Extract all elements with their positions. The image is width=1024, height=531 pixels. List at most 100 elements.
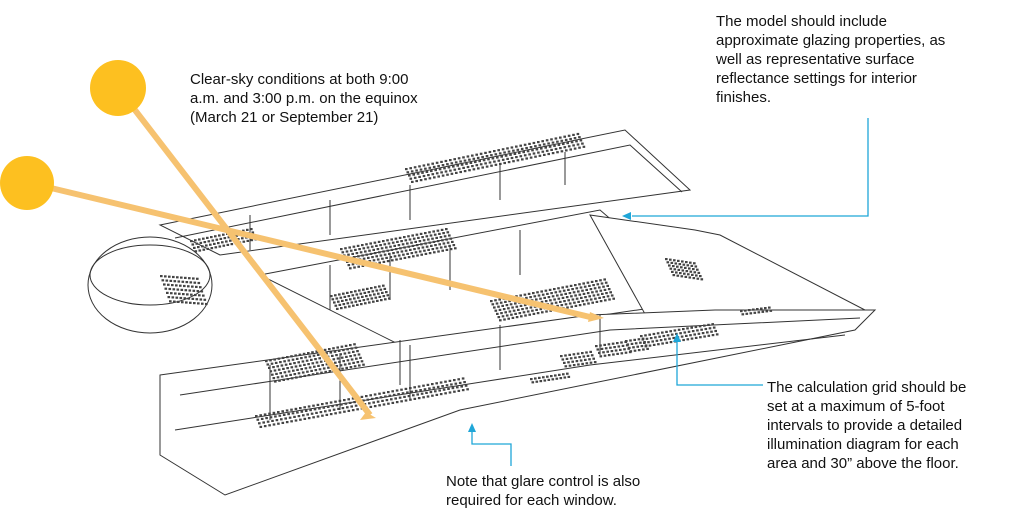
seat-mark bbox=[662, 334, 666, 338]
seat-mark bbox=[520, 315, 523, 318]
seat-mark bbox=[501, 158, 505, 161]
seat-mark bbox=[322, 367, 326, 370]
seat-mark bbox=[570, 141, 574, 144]
seat-mark bbox=[403, 246, 406, 249]
seat-mark bbox=[768, 306, 771, 309]
seat-mark bbox=[369, 294, 372, 297]
seat-mark bbox=[595, 280, 598, 283]
seat-mark bbox=[630, 342, 634, 345]
seat-mark bbox=[348, 362, 351, 365]
seat-mark bbox=[303, 363, 306, 366]
seat-mark bbox=[571, 298, 575, 301]
seat-mark bbox=[358, 289, 361, 292]
seat-mark bbox=[307, 417, 311, 420]
seat-mark bbox=[304, 367, 308, 370]
glare-control-note: Note that glare control is also required… bbox=[446, 473, 641, 509]
seat-mark bbox=[266, 420, 270, 423]
seat-mark bbox=[271, 419, 274, 422]
seat-mark bbox=[598, 296, 601, 299]
seat-mark bbox=[545, 310, 548, 313]
seat-mark bbox=[456, 386, 459, 389]
seat-mark bbox=[347, 398, 350, 401]
seat-mark bbox=[357, 296, 360, 299]
seat-mark bbox=[440, 171, 443, 174]
seat-mark bbox=[371, 256, 374, 259]
seat-mark bbox=[595, 300, 599, 303]
seat-mark bbox=[415, 244, 419, 247]
seat-mark bbox=[259, 425, 263, 428]
seat-mark bbox=[265, 360, 268, 363]
seat-mark bbox=[295, 376, 298, 379]
seat-mark bbox=[353, 401, 356, 404]
seat-mark bbox=[353, 365, 357, 368]
seat-mark bbox=[269, 370, 273, 373]
seat-mark bbox=[290, 377, 294, 380]
seat-mark bbox=[422, 164, 426, 167]
seat-mark bbox=[563, 300, 566, 303]
seat-mark bbox=[560, 355, 563, 358]
seat-mark bbox=[373, 241, 377, 244]
seat-mark bbox=[346, 302, 350, 305]
seat-mark bbox=[626, 343, 630, 346]
seat-mark bbox=[394, 237, 398, 240]
seat-mark bbox=[465, 162, 468, 165]
seat-mark bbox=[358, 364, 361, 367]
seat-mark bbox=[193, 302, 196, 305]
seat-mark bbox=[164, 275, 167, 278]
seat-mark bbox=[580, 296, 583, 299]
seat-mark bbox=[604, 347, 608, 350]
seat-mark bbox=[339, 296, 343, 299]
seat-mark bbox=[367, 256, 370, 259]
seat-mark bbox=[270, 362, 274, 365]
seat-mark bbox=[174, 292, 177, 295]
seat-mark bbox=[444, 392, 447, 395]
seat-mark bbox=[330, 295, 333, 298]
seat-mark bbox=[321, 403, 324, 406]
seat-mark bbox=[446, 173, 449, 176]
seat-mark bbox=[396, 240, 399, 243]
seat-mark bbox=[535, 380, 539, 383]
seat-mark bbox=[287, 413, 290, 416]
seat-mark bbox=[378, 251, 381, 254]
seat-mark bbox=[348, 246, 351, 249]
seat-mark bbox=[558, 290, 562, 293]
seat-mark bbox=[327, 366, 330, 369]
seat-mark bbox=[401, 392, 405, 395]
seat-mark bbox=[391, 401, 395, 404]
seat-mark bbox=[349, 366, 353, 369]
seat-mark bbox=[711, 334, 715, 337]
seat-mark bbox=[543, 379, 547, 382]
seat-mark bbox=[386, 239, 389, 242]
seat-mark bbox=[424, 178, 427, 181]
seat-mark bbox=[166, 291, 169, 294]
seat-mark bbox=[413, 397, 417, 400]
seat-mark bbox=[363, 291, 367, 294]
seat-mark bbox=[569, 284, 573, 287]
seat-mark bbox=[356, 408, 359, 411]
seat-mark bbox=[541, 150, 545, 153]
seat-mark bbox=[196, 277, 199, 280]
seat-mark bbox=[326, 405, 330, 408]
seat-mark bbox=[516, 148, 520, 151]
seat-mark bbox=[420, 392, 424, 395]
seat-mark bbox=[609, 346, 612, 349]
seat-mark bbox=[379, 396, 383, 399]
seat-mark bbox=[435, 382, 438, 385]
seat-mark bbox=[370, 287, 373, 290]
seat-mark bbox=[403, 256, 407, 259]
seat-mark bbox=[441, 239, 444, 242]
seat-mark bbox=[272, 423, 276, 426]
seat-mark bbox=[386, 294, 390, 297]
seat-mark bbox=[294, 354, 297, 357]
seat-mark bbox=[338, 293, 341, 296]
seat-mark bbox=[448, 379, 452, 382]
seat-mark bbox=[696, 277, 700, 280]
seat-mark bbox=[280, 375, 284, 378]
seat-mark bbox=[377, 292, 380, 295]
seat-mark bbox=[506, 147, 509, 150]
seat-mark bbox=[523, 154, 527, 157]
seat-mark bbox=[318, 407, 321, 410]
seat-mark bbox=[280, 364, 284, 367]
seat-mark bbox=[490, 154, 493, 157]
seat-mark bbox=[529, 146, 533, 149]
